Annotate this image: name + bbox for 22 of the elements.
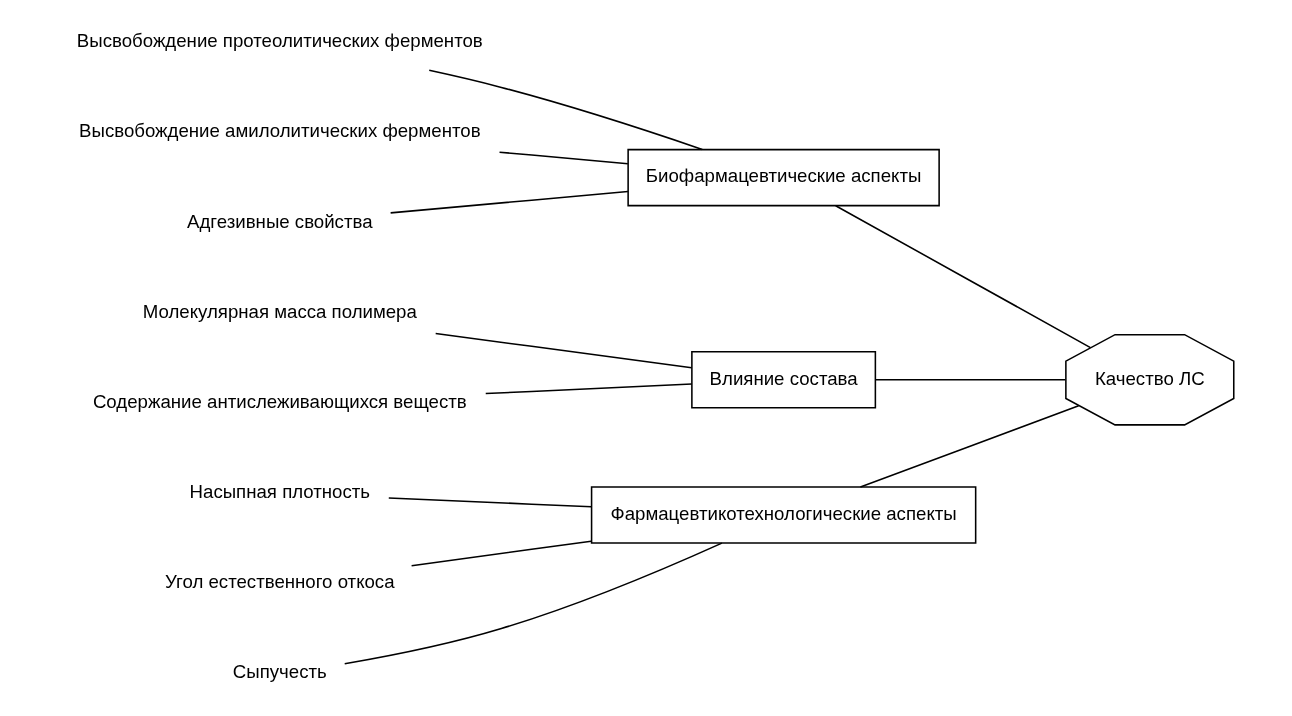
- node-text: Молекулярная масса полимера: [142, 300, 417, 322]
- connector: [874, 379, 1067, 381]
- node-text: Угол естественного откоса: [165, 571, 395, 593]
- node-box: Влияние состава: [691, 351, 877, 409]
- node-text: Высвобождение протеолитических ферментов: [76, 30, 483, 52]
- connector: [389, 190, 629, 214]
- node-text: Содержание антислеживающихся веществ: [92, 390, 467, 412]
- node-box: Биофармацевтические аспекты: [627, 148, 940, 207]
- connector: [498, 151, 629, 165]
- connector: [834, 204, 1092, 349]
- connector: [484, 383, 693, 395]
- connector: [343, 542, 723, 665]
- connector: [859, 404, 1080, 488]
- node-box: Фармацевтикотехнологические аспекты: [590, 486, 977, 544]
- connector: [410, 540, 592, 567]
- connector: [428, 69, 704, 151]
- node-text: Насыпная плотность: [189, 481, 371, 503]
- node-text: Сыпучесть: [232, 661, 327, 683]
- connector: [388, 497, 593, 508]
- node-text: Высвобождение амилолитических ферментов: [79, 120, 481, 142]
- connector: [434, 332, 693, 369]
- node-text: Адгезивные свойства: [187, 210, 373, 232]
